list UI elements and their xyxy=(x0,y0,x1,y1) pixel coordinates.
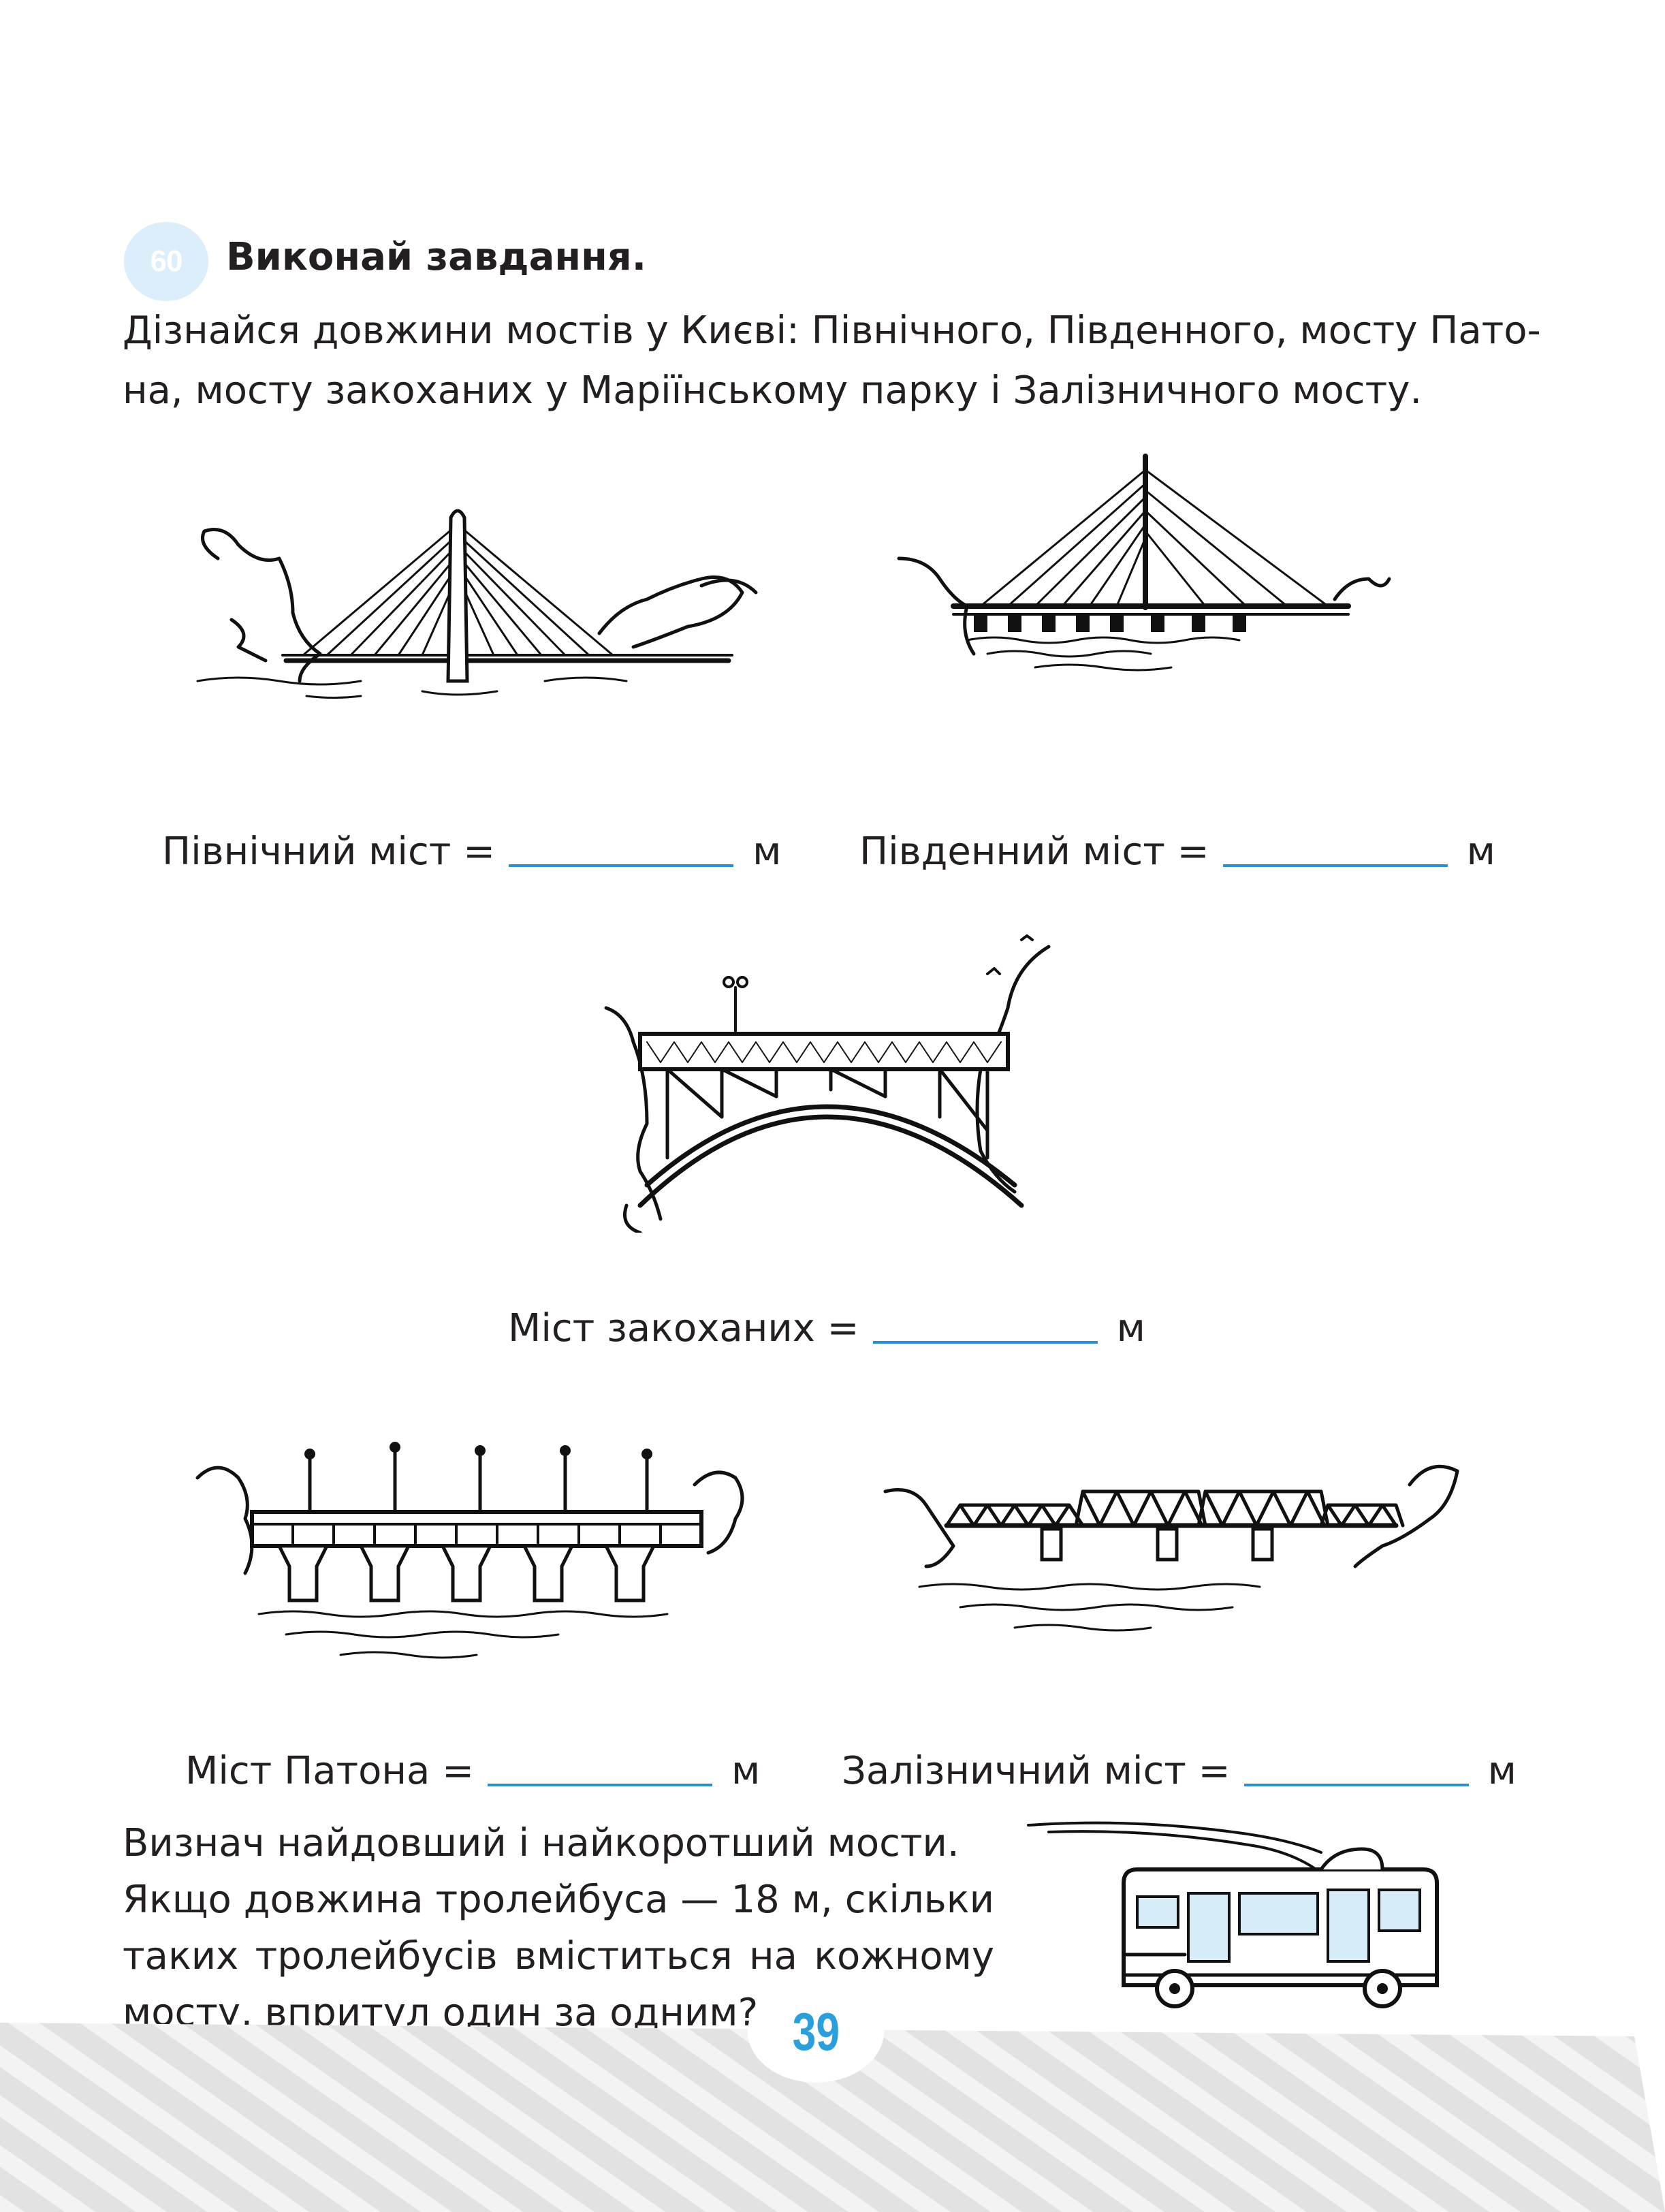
northern-bridge-label: Північний міст = xyxy=(162,830,496,874)
southern-bridge-illustration xyxy=(897,454,1391,672)
northern-bridge-unit: м xyxy=(752,830,782,874)
railway-bridge-answer-line[interactable] xyxy=(1243,1784,1469,1786)
southern-bridge-answer-line[interactable] xyxy=(1222,864,1448,867)
lovers-bridge-illustration xyxy=(604,934,1051,1233)
answer-lovers-bridge: Міст закоханих = м xyxy=(508,1306,1145,1350)
page-number-badge: 39 xyxy=(748,1980,884,2083)
paton-bridge-illustration xyxy=(195,1442,744,1659)
paton-bridge-label: Міст Патона = xyxy=(185,1749,475,1793)
lovers-bridge-unit: м xyxy=(1116,1306,1145,1350)
answer-southern-bridge: Південний міст = м xyxy=(859,830,1495,874)
lovers-bridge-label: Міст закоханих = xyxy=(508,1306,859,1350)
answer-northern-bridge: Північний міст = м xyxy=(162,830,781,874)
page-number: 39 xyxy=(792,2001,840,2061)
task-intro: Дізнайся довжини мостів у Києві: Північн… xyxy=(123,301,1541,421)
paton-bridge-unit: м xyxy=(731,1749,761,1793)
question-line-2: Якщо довжина тролейбуса — 18 м, скільки xyxy=(123,1878,994,1922)
southern-bridge-unit: м xyxy=(1466,830,1495,874)
intro-line-1: Дізнайся довжини мостів у Києві: Північн… xyxy=(123,309,1541,353)
task-title: Виконай завдання. xyxy=(226,235,647,279)
trolleybus-illustration xyxy=(1027,1821,1439,2008)
question-line-1: Визнач найдовший і найкоротший мости. xyxy=(123,1821,960,1865)
answer-railway-bridge: Залізничний міст = м xyxy=(842,1749,1517,1793)
intro-line-2: на, мосту закоханих у Маріїнському парку… xyxy=(123,368,1423,413)
southern-bridge-label: Південний міст = xyxy=(859,830,1209,874)
task-number-badge: 60 xyxy=(124,222,208,301)
footer-stripes xyxy=(0,2023,1665,2212)
question-line-3: таких тролейбусів вміститься на кожному xyxy=(123,1934,994,1978)
railway-bridge-unit: м xyxy=(1487,1749,1517,1793)
northern-bridge-illustration xyxy=(196,509,758,699)
northern-bridge-answer-line[interactable] xyxy=(509,864,734,867)
task-number: 60 xyxy=(150,244,183,278)
paton-bridge-answer-line[interactable] xyxy=(488,1784,713,1786)
railway-bridge-label: Залізничний міст = xyxy=(842,1749,1231,1793)
lovers-bridge-answer-line[interactable] xyxy=(872,1341,1098,1344)
answer-paton-bridge: Міст Патона = м xyxy=(185,1749,760,1793)
railway-bridge-illustration xyxy=(883,1464,1459,1632)
